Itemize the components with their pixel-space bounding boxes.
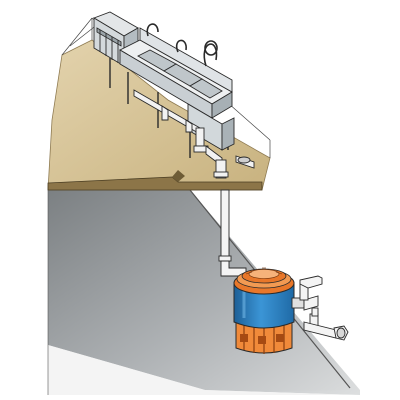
- vertical-drain-pipe: [218, 189, 247, 277]
- floor-cut-notch: [172, 170, 185, 182]
- basement-floor-front: [48, 345, 355, 395]
- drain-piping: [133, 89, 229, 179]
- grease-interceptor-tank: [233, 267, 295, 354]
- floor-elbow: [235, 155, 255, 169]
- triple-compartment-sink: [119, 27, 235, 151]
- outlet-piping: [291, 275, 349, 341]
- gooseneck-faucets: [146, 23, 218, 67]
